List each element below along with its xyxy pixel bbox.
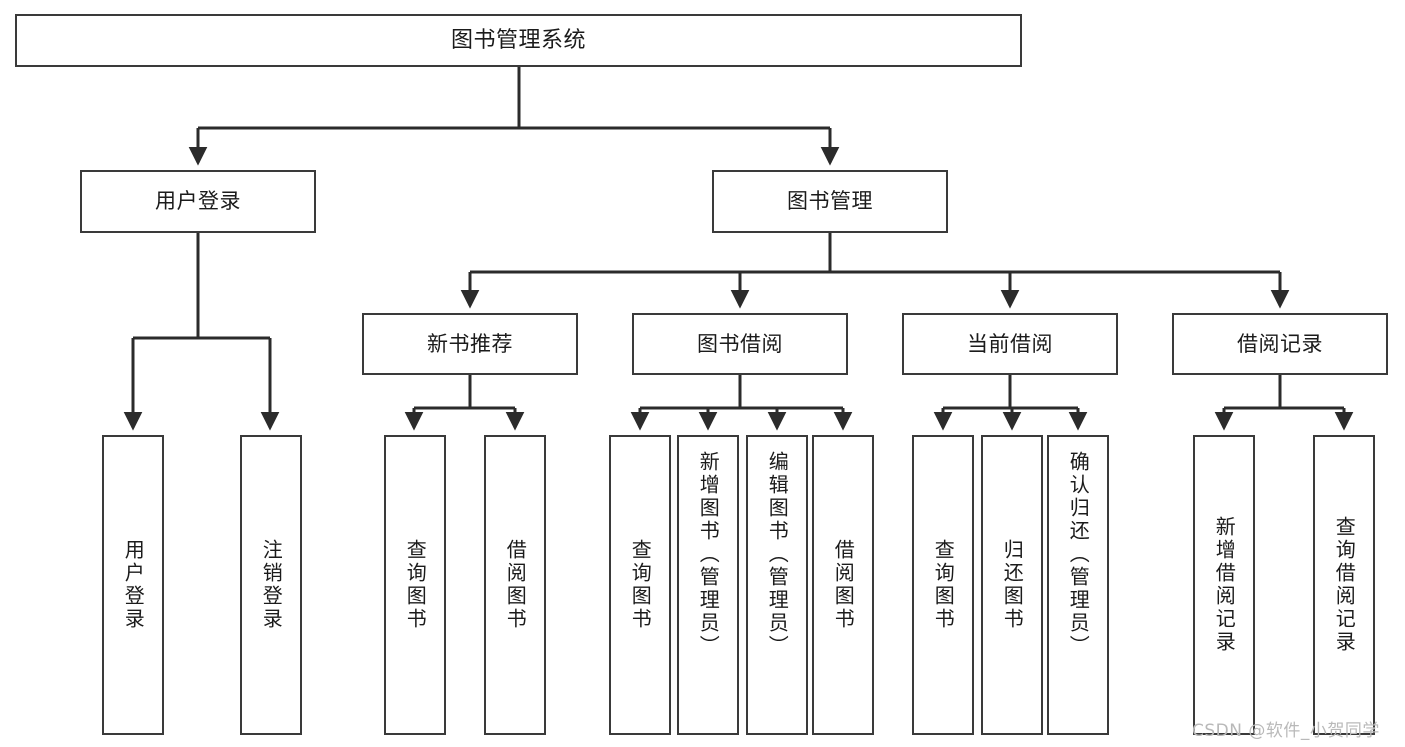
leaf-borrow-borrow-book[interactable]: 借阅图书: [812, 435, 874, 735]
node-borrow-record[interactable]: 借阅记录: [1172, 313, 1388, 375]
leaf-user-login-logout[interactable]: 注销登录: [240, 435, 302, 735]
leaf-record-query-record[interactable]: 查询借阅记录: [1313, 435, 1375, 735]
node-label: 用户登录: [121, 539, 146, 631]
leaf-user-login-login[interactable]: 用户登录: [102, 435, 164, 735]
node-label: 借阅图书: [503, 539, 528, 631]
node-label: 新增图书（管理员）: [696, 451, 721, 658]
node-label: 图书管理系统: [450, 27, 586, 53]
node-label: 借阅图书: [831, 539, 856, 631]
node-book-borrow[interactable]: 图书借阅: [632, 313, 848, 375]
node-label: 归还图书: [1000, 539, 1025, 631]
node-label: 查询图书: [403, 539, 428, 631]
node-label: 查询借阅记录: [1332, 516, 1357, 654]
leaf-recommend-borrow-book[interactable]: 借阅图书: [484, 435, 546, 735]
leaf-recommend-query-book[interactable]: 查询图书: [384, 435, 446, 735]
leaf-current-confirm-return-admin[interactable]: 确认归还（管理员）: [1047, 435, 1109, 735]
leaf-borrow-edit-book-admin[interactable]: 编辑图书（管理员）: [746, 435, 808, 735]
node-label: 用户登录: [155, 189, 241, 214]
node-label: 图书借阅: [697, 331, 783, 356]
leaf-record-add-record[interactable]: 新增借阅记录: [1193, 435, 1255, 735]
node-label: 查询图书: [931, 539, 956, 631]
node-root-system[interactable]: 图书管理系统: [15, 14, 1022, 67]
node-book-management[interactable]: 图书管理: [712, 170, 948, 233]
watermark-text: CSDN @软件_小贺同学: [1192, 721, 1380, 741]
leaf-borrow-add-book-admin[interactable]: 新增图书（管理员）: [677, 435, 739, 735]
node-label: 编辑图书（管理员）: [765, 451, 790, 658]
leaf-current-return-book[interactable]: 归还图书: [981, 435, 1043, 735]
node-new-book-recommend[interactable]: 新书推荐: [362, 313, 578, 375]
node-user-login[interactable]: 用户登录: [80, 170, 316, 233]
leaf-borrow-query-book[interactable]: 查询图书: [609, 435, 671, 735]
node-label: 新增借阅记录: [1212, 516, 1237, 654]
node-label: 借阅记录: [1237, 331, 1323, 356]
leaf-current-query-book[interactable]: 查询图书: [912, 435, 974, 735]
node-label: 注销登录: [259, 539, 284, 631]
node-label: 图书管理: [787, 189, 873, 214]
node-label: 查询图书: [628, 539, 653, 631]
node-current-borrow[interactable]: 当前借阅: [902, 313, 1118, 375]
node-label: 确认归还（管理员）: [1066, 451, 1091, 658]
node-label: 当前借阅: [967, 331, 1053, 356]
node-label: 新书推荐: [427, 331, 513, 356]
